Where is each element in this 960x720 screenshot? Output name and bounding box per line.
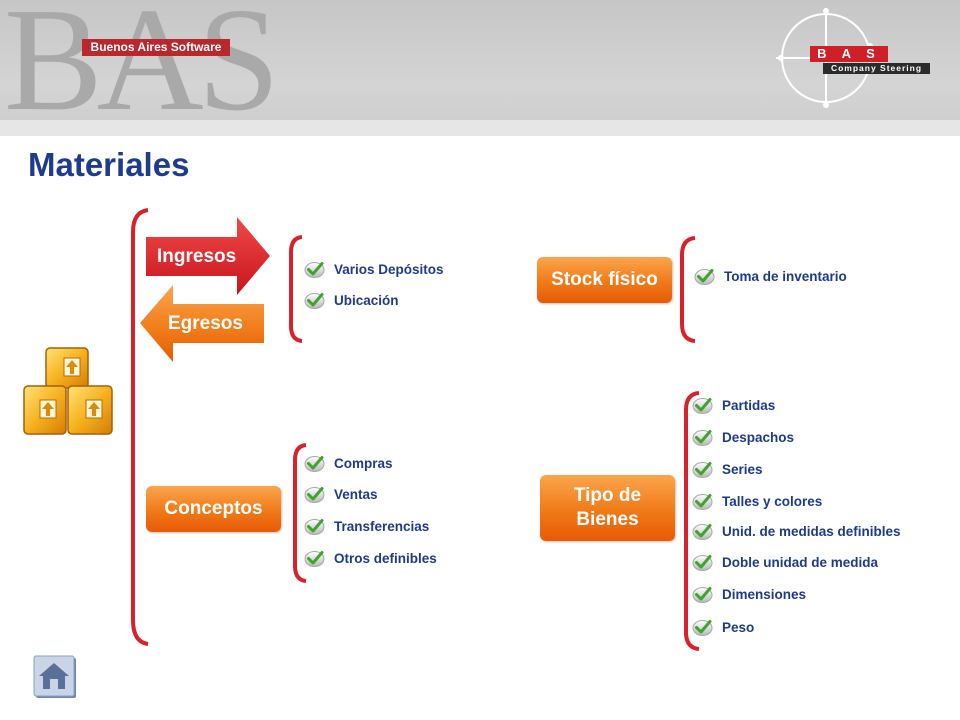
- logo-tagline: Company Steering: [823, 63, 930, 74]
- ingresos-item: Ubicación: [304, 290, 399, 310]
- stock-fisico-label: Stock físico: [551, 269, 658, 290]
- tipo-item-label: Dimensiones: [722, 586, 807, 602]
- conceptos-item: Ventas: [304, 484, 378, 504]
- check-icon: [692, 522, 713, 540]
- check-icon: [304, 291, 325, 309]
- tipo-item-label: Partidas: [722, 397, 776, 413]
- stock-fisico-box: Stock físico: [537, 257, 672, 303]
- conceptos-item-label: Ventas: [334, 486, 378, 502]
- check-icon: [692, 492, 713, 510]
- tipo-item: Peso: [692, 617, 754, 637]
- conceptos-item-label: Compras: [334, 455, 393, 471]
- tipo-item: Unid. de medidas definibles: [692, 521, 901, 541]
- check-icon: [304, 454, 325, 472]
- boxes-icon: [23, 347, 113, 435]
- stock-item-label: Toma de inventario: [724, 268, 847, 284]
- tipo-item: Doble unidad de medida: [692, 552, 878, 572]
- check-icon: [694, 267, 715, 285]
- conceptos-box: Conceptos: [146, 486, 281, 532]
- ingresos-item-label: Ubicación: [334, 292, 399, 308]
- conceptos-item: Transferencias: [304, 516, 429, 536]
- check-icon: [692, 585, 713, 603]
- conceptos-label: Conceptos: [164, 498, 263, 519]
- tipo-bienes-label-2: Bienes: [576, 509, 639, 530]
- ingresos-item-label: Varios Depósitos: [334, 261, 444, 277]
- check-icon: [304, 549, 325, 567]
- home-icon[interactable]: [33, 655, 77, 699]
- conceptos-item-label: Otros definibles: [334, 550, 437, 566]
- ingresos-item: Varios Depósitos: [304, 259, 444, 279]
- conceptos-item: Compras: [304, 453, 393, 473]
- tipo-bracket: [684, 391, 700, 651]
- egresos-label: Egresos: [168, 313, 243, 334]
- tipo-item-label: Series: [722, 461, 763, 477]
- logo-bas-text: B A S: [810, 46, 888, 62]
- stock-bracket: [680, 236, 696, 343]
- bas-watermark: BAS: [4, 0, 280, 142]
- tipo-bienes-label-1: Tipo de: [573, 485, 642, 506]
- brand-name: Buenos Aires Software: [82, 39, 230, 56]
- tipo-item-label: Talles y colores: [722, 493, 823, 509]
- conceptos-item: Otros definibles: [304, 548, 437, 568]
- ingresos-label: Ingresos: [157, 246, 237, 267]
- conceptos-item-label: Transferencias: [334, 518, 430, 534]
- egresos-arrow: [140, 285, 264, 362]
- conceptos-bracket: [293, 443, 307, 583]
- tipo-item-label: Peso: [722, 619, 755, 635]
- header-strip: [0, 120, 960, 136]
- ingresos-arrow: [146, 217, 270, 295]
- stock-item: Toma de inventario: [694, 266, 847, 286]
- check-icon: [304, 485, 325, 503]
- tipo-item: Dimensiones: [692, 584, 806, 604]
- tipo-item-label: Despachos: [722, 429, 795, 445]
- check-icon: [692, 428, 713, 446]
- check-icon: [692, 396, 713, 414]
- check-icon: [692, 460, 713, 478]
- ingresos-bracket: [289, 235, 303, 343]
- check-icon: [304, 517, 325, 535]
- tipo-item: Talles y colores: [692, 491, 822, 511]
- tipo-bienes-box: Tipo de Bienes: [540, 475, 675, 541]
- header-banner: BAS Buenos Aires Software: [0, 0, 960, 134]
- check-icon: [692, 618, 713, 636]
- check-icon: [304, 260, 325, 278]
- tipo-item: Partidas: [692, 395, 775, 415]
- main-bracket: [131, 208, 149, 646]
- tipo-item: Series: [692, 459, 763, 479]
- check-icon: [692, 553, 713, 571]
- page-title: Materiales: [28, 146, 190, 183]
- tipo-item-label: Doble unidad de medida: [722, 554, 879, 570]
- tipo-item-label: Unid. de medidas definibles: [722, 523, 901, 539]
- tipo-item: Despachos: [692, 427, 794, 447]
